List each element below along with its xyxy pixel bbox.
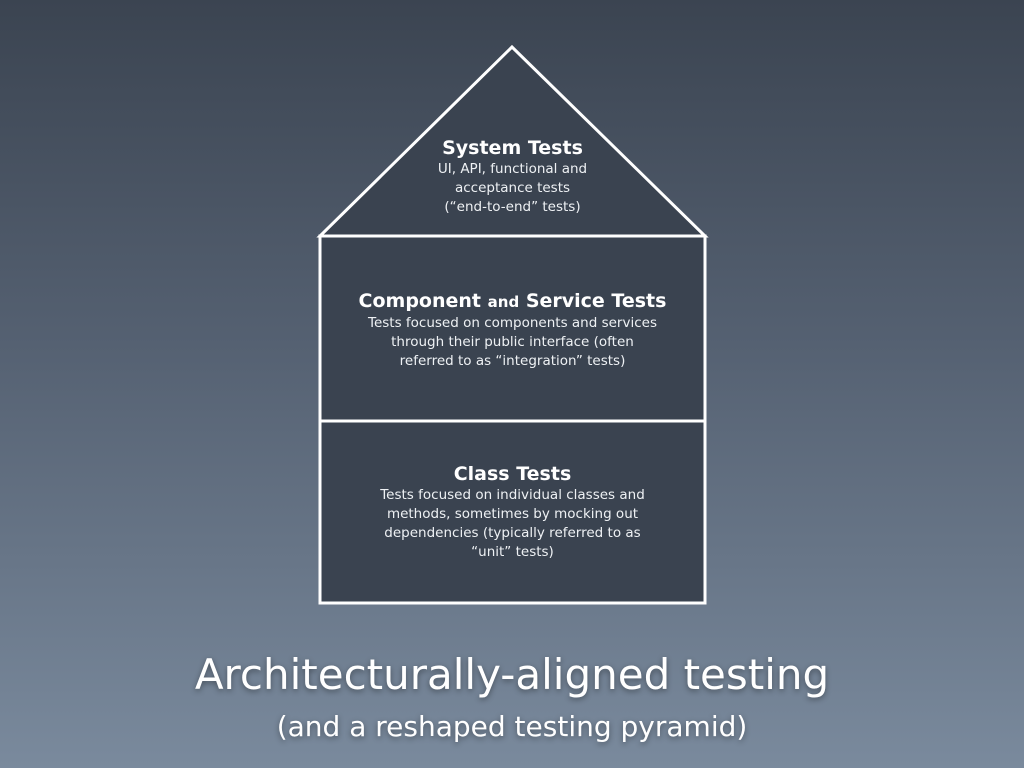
class-tests-desc-3: dependencies (typically referred to as bbox=[384, 525, 641, 541]
system-tests-label: System Tests UI, API, functional and acc… bbox=[320, 136, 705, 217]
class-tests-title: Class Tests bbox=[453, 463, 572, 485]
class-tests-desc-4: “unit” tests) bbox=[471, 544, 554, 560]
title-part: Component bbox=[358, 290, 482, 312]
class-tests-desc-1: Tests focused on individual classes and bbox=[380, 487, 645, 503]
component-block bbox=[318, 234, 707, 423]
component-tests-desc-3: referred to as “integration” tests) bbox=[399, 353, 626, 369]
component-tests-desc-1: Tests focused on components and services bbox=[368, 315, 657, 331]
title-part: and bbox=[487, 293, 520, 311]
class-tests-desc-2: methods, sometimes by mocking out bbox=[386, 506, 639, 522]
component-tests-label: Component and Service Tests Tests focuse… bbox=[320, 289, 705, 371]
slide-subtitle: (and a reshaped testing pyramid) bbox=[276, 710, 748, 743]
system-tests-desc-1: UI, API, functional and bbox=[437, 161, 588, 177]
class-tests-label: Class Tests Tests focused on individual … bbox=[320, 462, 705, 562]
system-tests-desc-3: (“end-to-end” tests) bbox=[444, 199, 581, 215]
class-block bbox=[318, 419, 707, 605]
component-tests-desc-2: through their public interface (often bbox=[391, 334, 634, 350]
component-tests-title: Component and Service Tests bbox=[320, 289, 705, 314]
slide-title: Architecturally-aligned testing bbox=[194, 650, 830, 699]
system-tests-desc-2: acceptance tests bbox=[454, 180, 571, 196]
title-part: Service Tests bbox=[525, 290, 667, 312]
system-tests-title: System Tests bbox=[442, 137, 583, 159]
